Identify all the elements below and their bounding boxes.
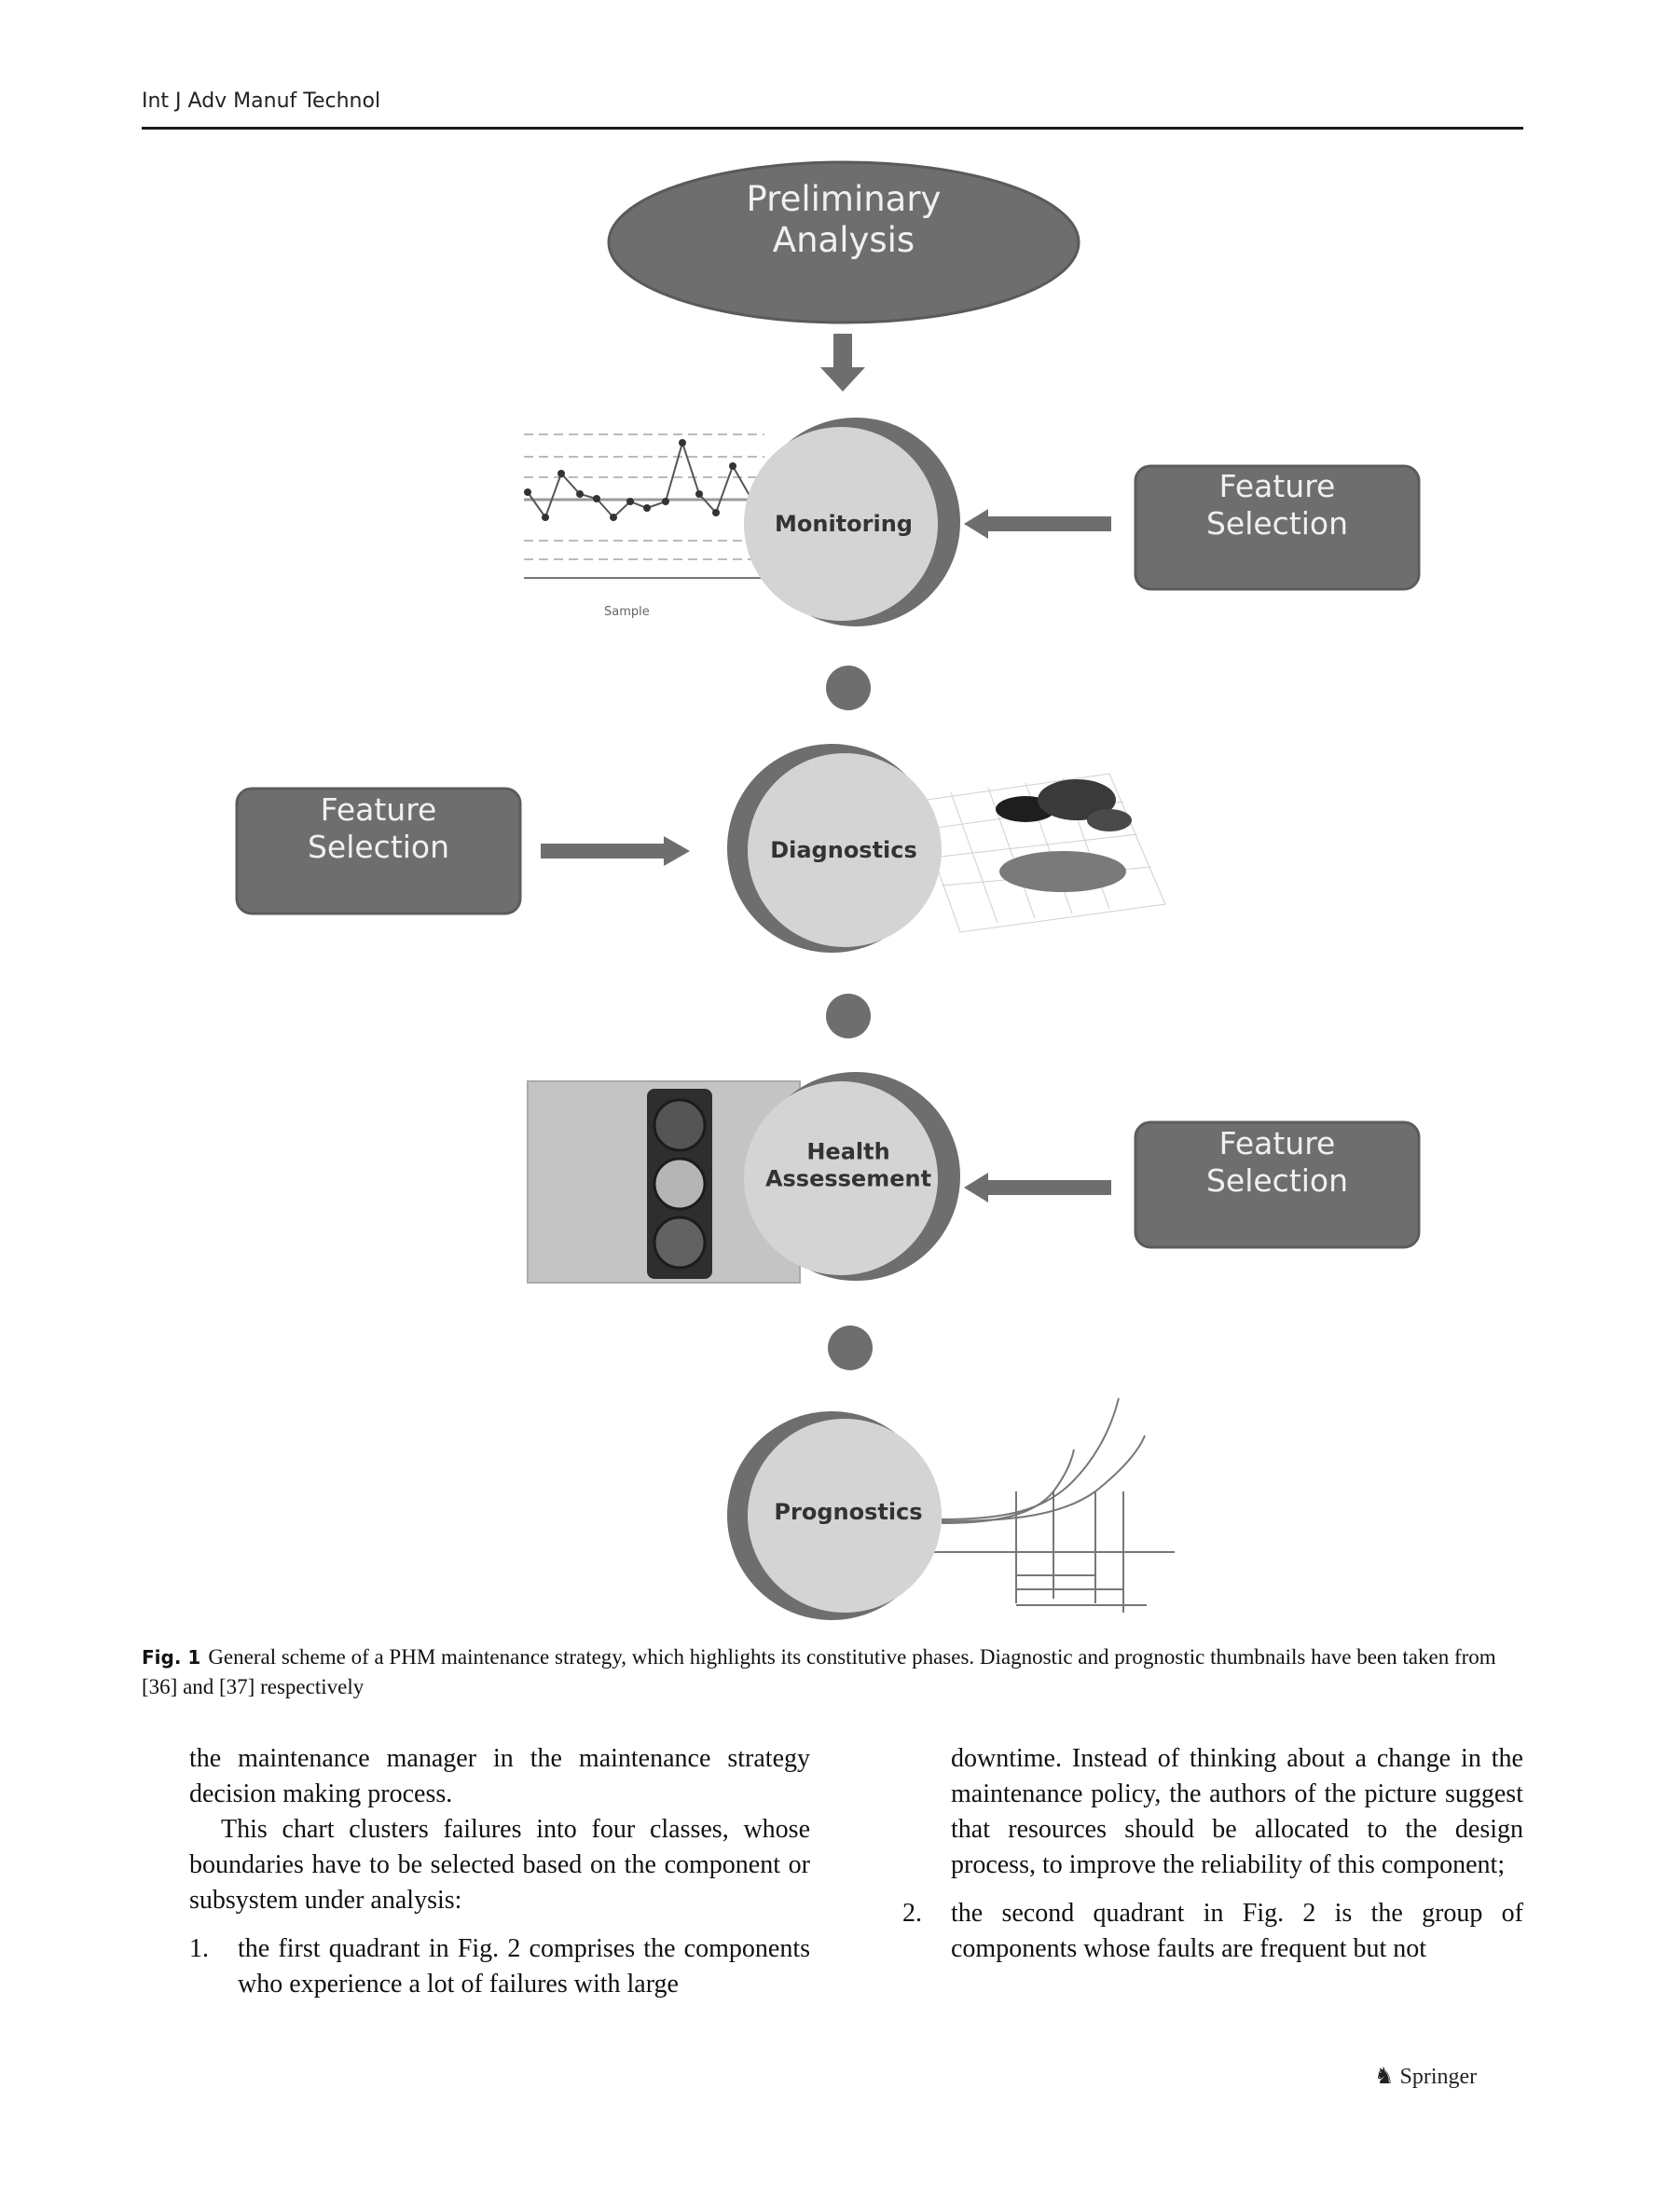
header-rule [142, 127, 1523, 130]
list-text: the second quadrant in Fig. 2 is the gro… [951, 1899, 1523, 1963]
left-arrow-1 [964, 509, 1111, 539]
springer-logo: ♞ Springer [1374, 2063, 1477, 2090]
connector-dot [826, 994, 871, 1038]
prognostics-label: Prognostics [774, 1499, 922, 1525]
publisher-name: Springer [1399, 2065, 1478, 2089]
diagnostics-label: Diagnostics [770, 837, 917, 863]
diagnostics-thumbnail [913, 773, 1166, 933]
paragraph: downtime. Instead of thinking about a ch… [951, 1744, 1523, 1879]
down-arrow [820, 334, 865, 392]
list-number: 1. [189, 1934, 209, 1963]
springer-horse-icon: ♞ [1374, 2065, 1395, 2089]
paragraph: the maintenance manager in the maintenan… [189, 1744, 810, 1808]
caption-text: General scheme of a PHM maintenance stra… [142, 1645, 1496, 1698]
journal-title: Int J Adv Manuf Technol [142, 89, 381, 113]
svg-text:Sample: Sample [604, 605, 650, 619]
right-arrow [541, 836, 690, 866]
connector-dot [826, 666, 871, 710]
right-column: downtime. Instead of thinking about a ch… [902, 1741, 1523, 1967]
list-number: 2. [902, 1899, 922, 1928]
left-column: the maintenance manager in the maintenan… [189, 1741, 810, 2002]
left-arrow-2 [964, 1173, 1111, 1202]
list-text: the first quadrant in Fig. 2 comprises t… [238, 1934, 810, 1999]
figure-label: Fig. 1 [142, 1646, 201, 1669]
paragraph: This chart clusters failures into four c… [189, 1815, 810, 1915]
monitoring-label: Monitoring [775, 511, 913, 537]
monitoring-thumbnail: Sample [524, 433, 764, 619]
list-item: 1. the first quadrant in Fig. 2 comprises… [189, 1931, 810, 2002]
connector-dot [828, 1326, 873, 1370]
list-item: 2. the second quadrant in Fig. 2 is the g… [902, 1896, 1523, 1967]
monitoring-node: Monitoring [744, 418, 960, 626]
prognostics-thumbnail [932, 1397, 1175, 1613]
diagnostics-node: Diagnostics [727, 744, 942, 953]
prognostics-node: Prognostics [727, 1411, 942, 1620]
